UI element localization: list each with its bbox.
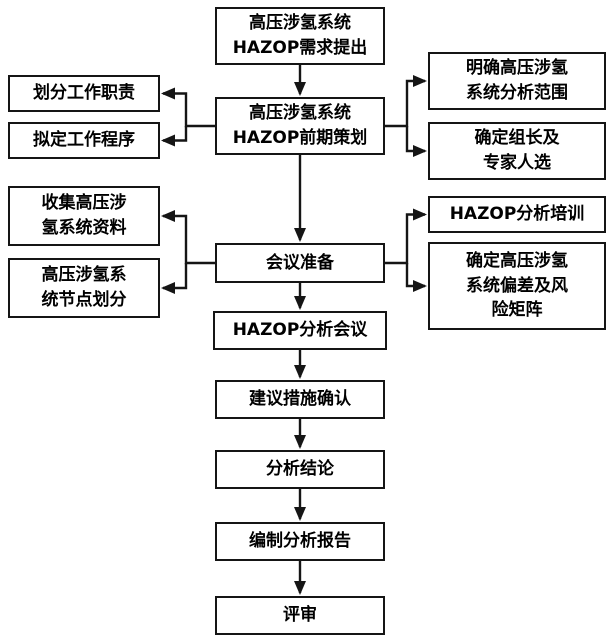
node-collect-system-data: 收集高压涉 氢系统资料 [8,186,160,246]
arrow-meeting-prep-to-training [385,208,427,265]
node-label: 高压涉氢系统 HAZOP需求提出 [232,13,368,58]
node-label: 高压涉氢系 统节点划分 [41,265,127,310]
node-label: 评审 [283,605,317,626]
node-label: 编制分析报告 [249,531,351,552]
arrow-meeting-prep-to-risk-matrix [405,263,427,292]
node-node-division: 高压涉氢系 统节点划分 [8,258,160,318]
node-hazop-preplanning: 高压涉氢系统 HAZOP前期策划 [215,97,385,155]
node-label: 收集高压涉 氢系统资料 [41,193,127,238]
node-analysis-conclusion: 分析结论 [215,450,385,489]
node-label: HAZOP分析会议 [232,320,368,341]
node-label: 明确高压涉氢 系统分析范围 [466,58,568,103]
node-label: 确定组长及 专家人选 [474,128,560,173]
node-draft-procedures: 拟定工作程序 [8,122,160,159]
node-label: 高压涉氢系统 HAZOP前期策划 [232,103,368,148]
arrow-preplanning-to-procedures [161,126,188,147]
node-recommendation-confirmation: 建议措施确认 [215,380,385,419]
arrow-meeting-prep-to-collect-data [161,210,215,265]
node-meeting-preparation: 会议准备 [215,243,385,283]
node-divide-responsibilities: 划分工作职责 [8,75,160,112]
node-define-analysis-scope: 明确高压涉氢 系统分析范围 [428,52,606,110]
node-select-leader-experts: 确定组长及 专家人选 [428,122,606,180]
node-label: 建议措施确认 [249,389,351,410]
node-deviation-risk-matrix: 确定高压涉氢 系统偏差及风 险矩阵 [428,242,606,330]
node-review: 评审 [215,596,385,635]
node-analysis-report: 编制分析报告 [215,522,385,561]
node-label: 分析结论 [266,459,334,480]
node-label: 会议准备 [266,252,334,273]
node-hazop-requirement: 高压涉氢系统 HAZOP需求提出 [215,7,385,65]
node-hazop-analysis-meeting: HAZOP分析会议 [213,311,387,350]
arrow-meeting-prep-to-node-division [161,263,188,294]
arrow-preplanning-to-responsibilities [161,87,215,128]
node-label: 划分工作职责 [33,83,135,104]
node-label: HAZOP分析培训 [449,204,585,225]
node-label: 确定高压涉氢 系统偏差及风 险矩阵 [466,251,568,321]
arrow-preplanning-to-scope [385,75,427,128]
node-label: 拟定工作程序 [33,130,135,151]
node-hazop-training: HAZOP分析培训 [428,196,606,233]
arrow-preplanning-to-leader [405,126,427,157]
